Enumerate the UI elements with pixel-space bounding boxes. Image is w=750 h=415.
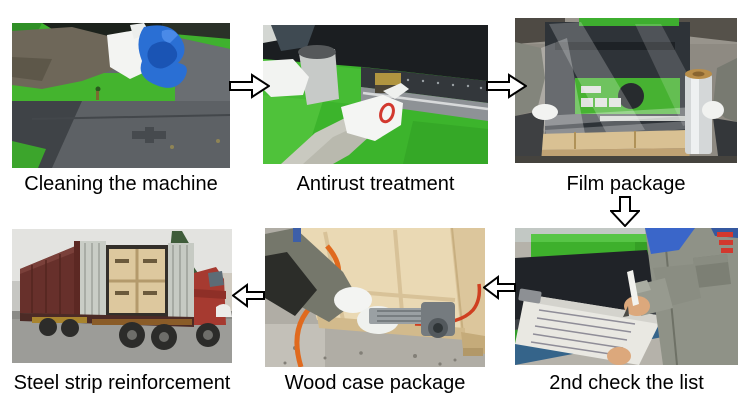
2nd-check-the-list-illustration — [515, 228, 738, 365]
caption-steel-strip-reinforcement: Steel strip reinforcement — [13, 372, 231, 394]
wood-case-package-illustration — [265, 228, 485, 367]
caption-film-package: Film package — [566, 173, 686, 195]
cleaning-the-machine-illustration — [12, 23, 230, 168]
arrow-right-icon — [229, 73, 270, 99]
film-package-illustration — [515, 18, 737, 163]
arrow-left-icon — [232, 282, 265, 309]
photo-2nd-check-the-list — [515, 228, 738, 365]
arrow-down-icon — [610, 196, 640, 227]
caption-cleaning-the-machine: Cleaning the machine — [24, 173, 218, 195]
photo-antirust-treatment — [263, 25, 488, 164]
caption-2nd-check-the-list: 2nd check the list — [549, 372, 704, 394]
arrow-left-icon — [483, 274, 516, 301]
steel-strip-reinforcement-illustration — [12, 229, 232, 363]
photo-film-package — [515, 18, 737, 163]
photo-cleaning-the-machine — [12, 23, 230, 168]
photo-wood-case-package — [265, 228, 485, 367]
arrow-right-icon — [486, 73, 527, 99]
caption-wood-case-package: Wood case package — [284, 372, 466, 394]
caption-antirust-treatment: Antirust treatment — [296, 173, 455, 195]
photo-steel-strip-reinforcement — [12, 229, 232, 363]
antirust-treatment-illustration — [263, 25, 488, 164]
